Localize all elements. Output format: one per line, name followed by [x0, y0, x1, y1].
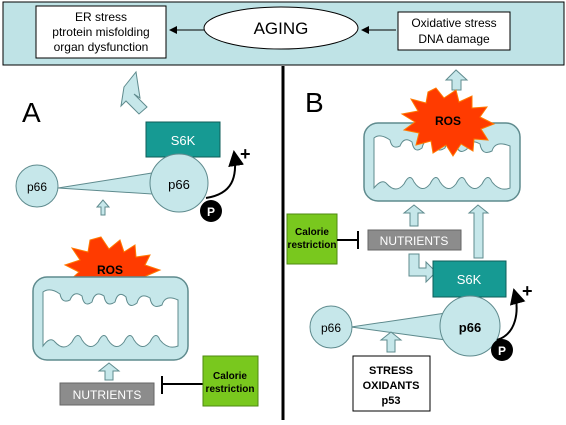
er-stress-line-2: ptrotein misfolding: [52, 25, 149, 39]
oxidative-stress-line-2: DNA damage: [418, 32, 490, 46]
panel-a-cristae: [42, 289, 179, 348]
aging-label: AGING: [254, 19, 309, 38]
panel-a-aging-arrow: [120, 70, 148, 115]
panel-b-nutrients-box: [367, 229, 462, 251]
panel-b-s6k-to-mito-arrow: [467, 204, 490, 259]
panel-b-stress-box: [352, 355, 431, 412]
panel-b-stress-line-3: p53: [382, 395, 401, 407]
panel-a-p66-wedge: [57, 172, 153, 195]
panel-b-calorie-line-2: restriction: [288, 240, 337, 251]
panel-b-s6k-label: S6K: [457, 272, 482, 287]
panel-a-s6k-label: S6K: [171, 133, 196, 148]
panel-a-p66-small: [15, 164, 59, 208]
panel-b-aging-arrow: [444, 69, 469, 91]
panel-a-p66-large: [149, 153, 209, 213]
panel-a-s6k-box: [145, 121, 221, 158]
oxidative-stress-line-1: Oxidative stress: [411, 16, 496, 30]
panel-b-label: B: [305, 87, 324, 118]
panel-b-phospho-label: P: [498, 344, 506, 358]
panel-b-nutrients-to-s6k-arrow: [408, 253, 437, 284]
panel-b-calorie-line-1: Calorie: [295, 227, 329, 238]
panel-b-p66-small: [309, 305, 353, 349]
panel-a-phospho-label: P: [207, 205, 215, 219]
panel-b-cristae: [373, 135, 511, 190]
panel-a-p66-small-label: p66: [27, 180, 47, 194]
panel-a-ros-label: ROS: [97, 263, 123, 277]
panel-b-ros-label: ROS: [435, 114, 461, 128]
panel-b-phospho-arrow: [496, 288, 526, 341]
panel-b-stress-up-arrow: [379, 331, 403, 353]
panel-a-calorie-line-1: Calorie: [213, 371, 247, 382]
panel-b-p66-wedge: [350, 312, 447, 341]
panel-a-calorie-box: [202, 355, 259, 407]
aging-ellipse: [203, 6, 359, 50]
er-stress-line-1: ER stress: [75, 10, 127, 24]
panel-a-plus: +: [240, 144, 251, 164]
panel-a-nutrients-box: [59, 382, 155, 406]
panel-a-p66-large-label: p66: [168, 177, 190, 192]
panel-a-calorie-line-2: restriction: [206, 384, 255, 395]
oxidative-stress-box: [397, 11, 511, 51]
panel-b-phospho-badge: [491, 339, 513, 361]
panel-a-phospho-badge: [200, 200, 222, 222]
panel-b-ros-burst: [400, 87, 496, 157]
panel-b-plus: +: [522, 281, 533, 301]
panel-a-nutrients-up-arrow: [97, 362, 121, 381]
panel-b-calorie-box: [286, 213, 338, 265]
panel-b-nutrients-to-mito-arrow: [402, 204, 426, 227]
panel-b-s6k-box: [432, 260, 507, 298]
panel-b-p66-large: [439, 295, 501, 357]
er-stress-box: [35, 5, 167, 59]
panel-b-p66-large-label: p66: [459, 320, 481, 335]
panel-a-phospho-arrow: [205, 150, 245, 199]
er-stress-line-3: organ dysfunction: [54, 40, 149, 54]
panel-b-nutrients-label: NUTRIENTS: [380, 234, 449, 248]
panel-b-p66-small-label: p66: [321, 321, 341, 335]
panel-a-label: A: [22, 97, 41, 128]
panel-a-nutrients-label: NUTRIENTS: [73, 388, 142, 402]
panel-a-small-up-arrow: [95, 199, 111, 216]
panel-b-stress-line-1: STRESS: [369, 365, 413, 377]
panel-b-stress-line-2: OXIDANTS: [363, 380, 420, 392]
